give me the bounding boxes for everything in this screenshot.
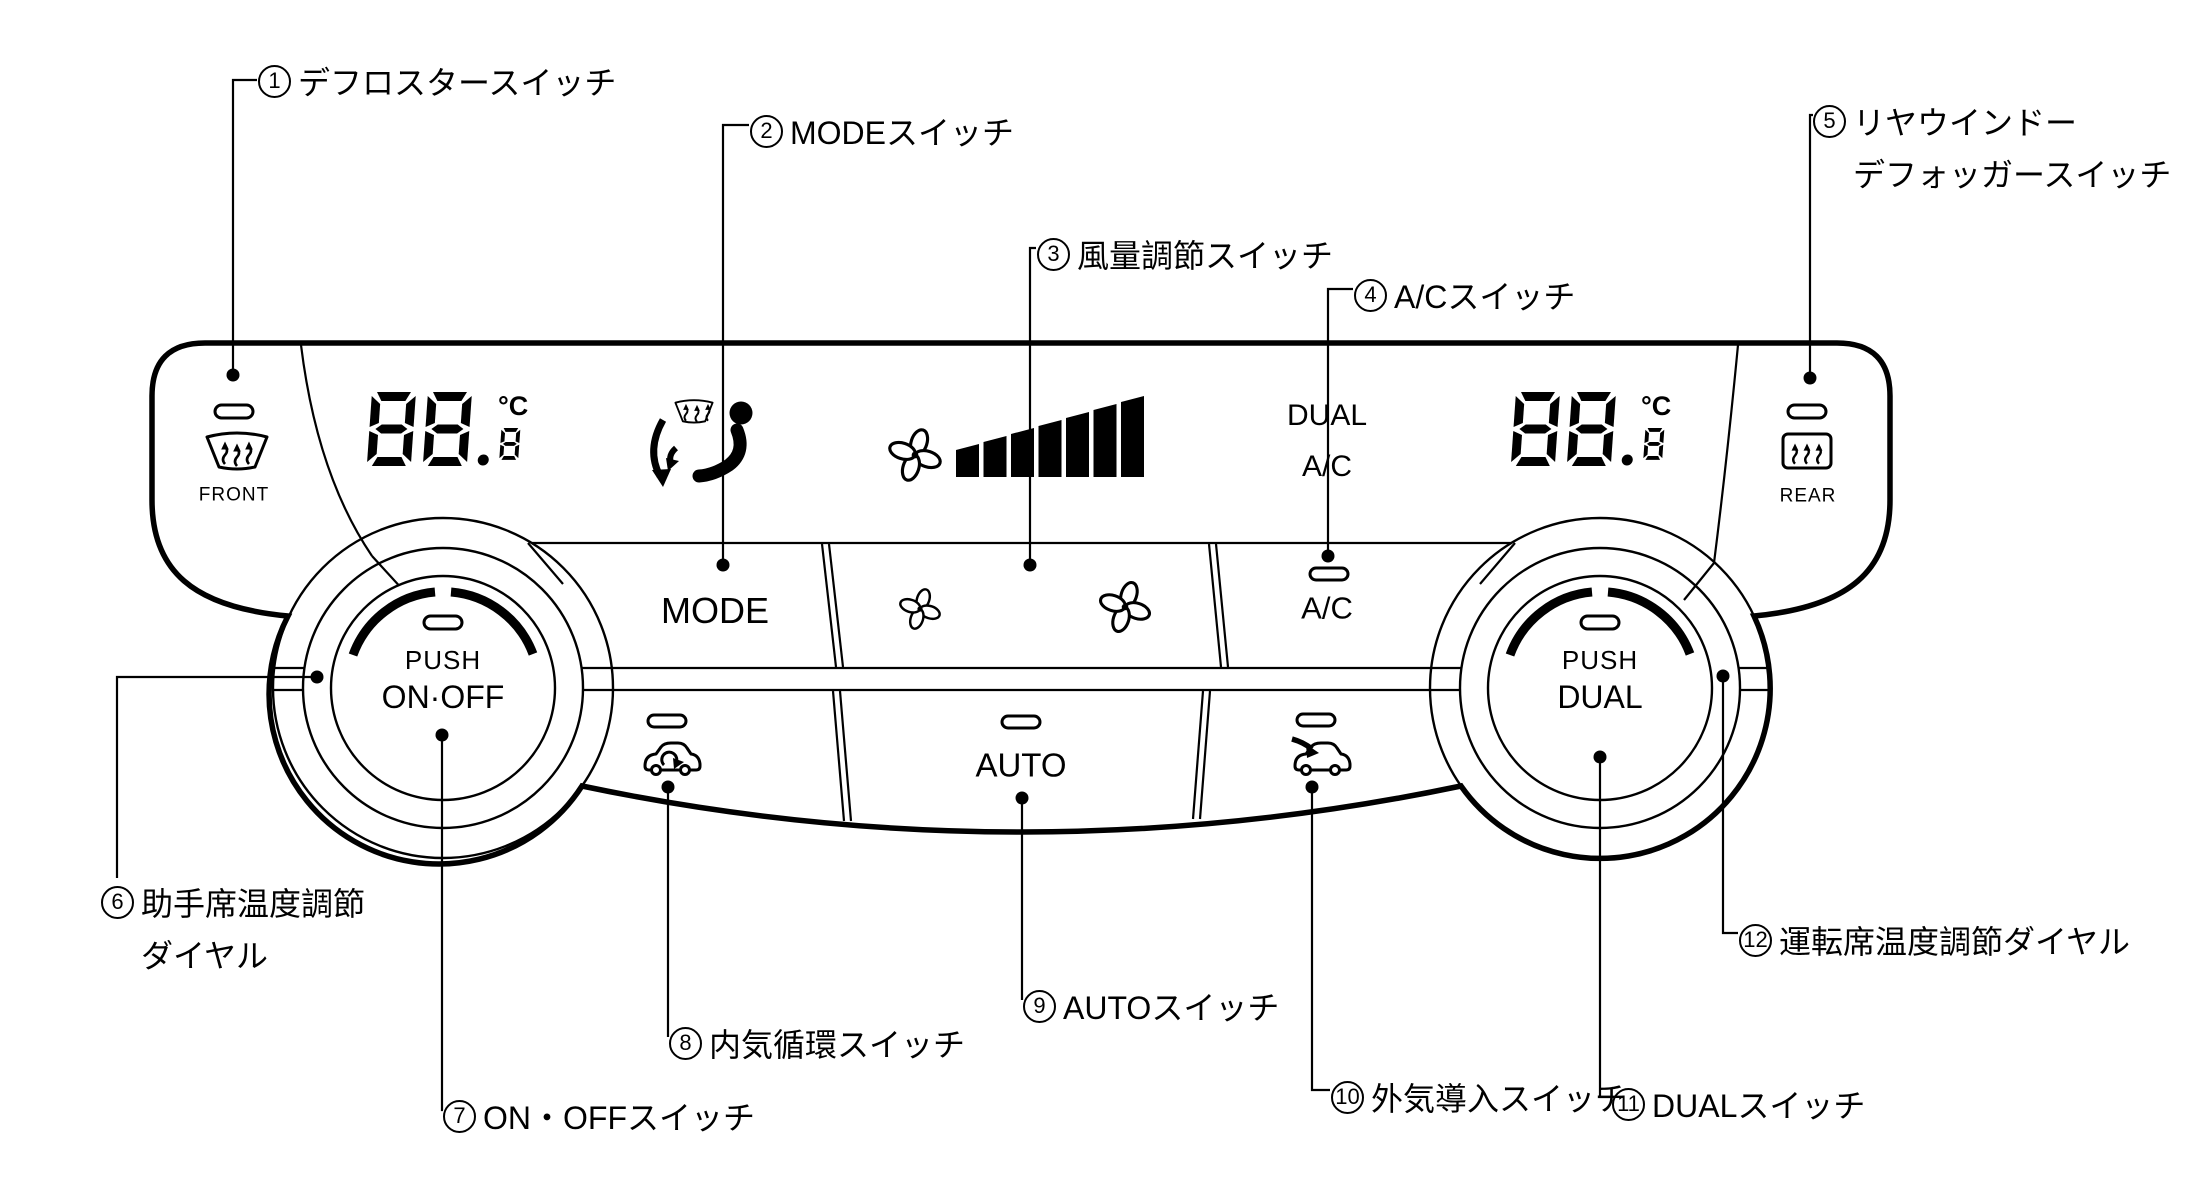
- passenger-dial-indicator: [422, 614, 464, 631]
- rear-defogger-indicator: [1786, 403, 1828, 420]
- callout-label-3: 3 風量調節スイッチ: [1037, 231, 1333, 277]
- fan-level-bars: [956, 396, 1144, 477]
- callout-text: ダイヤル: [141, 938, 269, 974]
- callout-label-9: 9 AUTOスイッチ: [1023, 983, 1279, 1029]
- callout-number: 8: [669, 1026, 702, 1060]
- callout-label-8: 8 内気循環スイッチ: [669, 1020, 965, 1066]
- callout-label-5: 5 リヤウインドー デフォッガースイッチ: [1813, 98, 2171, 196]
- auto-button-label: AUTO: [975, 746, 1067, 784]
- front-defroster-indicator: [213, 403, 255, 420]
- callout-label-4: 4 A/Cスイッチ: [1354, 272, 1575, 318]
- auto-switch[interactable]: [855, 692, 1190, 810]
- driver-temp-display: °C: [1510, 391, 1671, 466]
- callout-text: 運転席温度調節ダイヤル: [1779, 924, 2131, 960]
- front-label: FRONT: [198, 484, 270, 506]
- driver-dial-indicator: [1579, 614, 1621, 631]
- callout-number: 6: [101, 885, 134, 919]
- callout-text: DUALスイッチ: [1652, 1088, 1866, 1124]
- callout-text: 外気導入スイッチ: [1371, 1081, 1628, 1117]
- passenger-temp-dial[interactable]: [331, 576, 555, 800]
- callout-label-10: 10 外気導入スイッチ: [1331, 1074, 1627, 1120]
- callout-number: 12: [1739, 923, 1772, 957]
- passenger-temp-display: °C: [366, 391, 528, 466]
- callout-text: 助手席温度調節: [141, 886, 366, 922]
- ac-button-indicator: [1308, 566, 1350, 582]
- callout-text: デフォッガースイッチ: [1853, 157, 2172, 193]
- rear-label: REAR: [1779, 485, 1837, 507]
- callout-number: 11: [1612, 1087, 1645, 1121]
- callout-lines: [115, 78, 1813, 1112]
- callout-label-7: 7 ON・OFFスイッチ: [443, 1093, 755, 1139]
- callout-number: 1: [258, 64, 291, 98]
- callout-text: AUTOスイッチ: [1063, 990, 1280, 1026]
- dual-display-label: DUAL: [1286, 399, 1368, 432]
- callout-number: 5: [1813, 104, 1846, 138]
- callout-text: 風量調節スイッチ: [1077, 238, 1334, 274]
- callout-text: リヤウインドー: [1853, 105, 2078, 141]
- temp-unit: °C: [498, 391, 528, 421]
- recirculation-indicator: [646, 713, 688, 729]
- ac-switch[interactable]: [1228, 545, 1423, 665]
- recirculation-switch[interactable]: [600, 692, 835, 810]
- airflow-mode-icon: [650, 399, 753, 487]
- auto-button-indicator: [1000, 714, 1042, 730]
- callout-label-2: 2 MODEスイッチ: [750, 108, 1014, 154]
- callout-number: 10: [1331, 1080, 1364, 1114]
- driver-temp-dial-graphic[interactable]: [1428, 516, 1772, 860]
- temp-unit: °C: [1641, 391, 1671, 421]
- callout-text: 内気循環スイッチ: [709, 1027, 966, 1063]
- driver-dial-push-label: PUSH: [1561, 645, 1639, 675]
- callout-number: 4: [1354, 278, 1387, 312]
- callout-text: A/Cスイッチ: [1394, 279, 1576, 315]
- fresh-air-indicator: [1295, 712, 1337, 728]
- dial-arc: [1505, 587, 1695, 657]
- callout-text: MODEスイッチ: [790, 115, 1015, 151]
- mode-switch[interactable]: [590, 545, 825, 665]
- fresh-air-icon: [1291, 736, 1352, 776]
- recirculation-icon: [643, 741, 702, 776]
- dial-arc: [348, 587, 538, 657]
- fresh-air-switch[interactable]: [1212, 692, 1422, 810]
- callout-label-12: 12 運転席温度調節ダイヤル: [1739, 917, 2130, 963]
- driver-dial-dual-label: DUAL: [1557, 679, 1643, 715]
- passenger-dial-push-label: PUSH: [404, 645, 482, 675]
- ac-button-label: A/C: [1301, 590, 1353, 626]
- dial-ring-ticks: [1479, 542, 1715, 601]
- callout-dots: [226, 368, 1817, 805]
- callout-number: 9: [1023, 989, 1056, 1023]
- callout-label-11: 11 DUALスイッチ: [1612, 1081, 1865, 1127]
- callout-number: 7: [443, 1099, 476, 1133]
- ac-display-label: A/C: [1301, 450, 1353, 483]
- callout-number: 2: [750, 114, 783, 148]
- callout-label-1: 1 デフロスタースイッチ: [258, 58, 616, 104]
- front-defroster-switch[interactable]: [180, 390, 295, 510]
- passenger-dial-onoff-label: ON·OFF: [381, 679, 505, 715]
- mode-button-label: MODE: [661, 590, 769, 631]
- callout-text: デフロスタースイッチ: [298, 65, 617, 101]
- rear-defogger-icon: [1781, 432, 1833, 470]
- callout-number: 3: [1037, 237, 1070, 271]
- callout-text: ON・OFFスイッチ: [483, 1100, 755, 1136]
- fan-speed-down-switch[interactable]: [843, 545, 1023, 665]
- passenger-temp-dial-graphic[interactable]: [271, 516, 615, 860]
- driver-temp-dial[interactable]: [1488, 576, 1712, 800]
- callout-label-6: 6 助手席温度調節 ダイヤル: [101, 879, 365, 977]
- fan-speed-up-switch[interactable]: [1023, 545, 1208, 665]
- fan-speed-display: [886, 396, 1144, 484]
- rear-defogger-switch[interactable]: [1750, 390, 1870, 515]
